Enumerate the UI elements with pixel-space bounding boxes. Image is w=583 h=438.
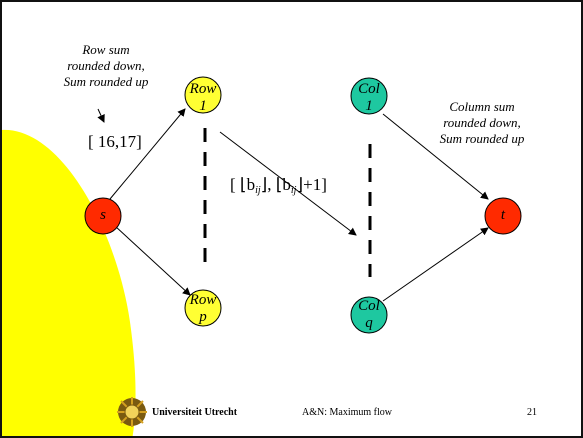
node-t xyxy=(484,197,522,235)
node-col1-label: Col 1 xyxy=(349,81,389,115)
decorative-yellow-shape xyxy=(2,129,136,436)
edge-label-floor-right-1: ⌋ xyxy=(260,175,268,194)
row-sum-annotation-line1: Row sum xyxy=(82,42,130,57)
edge-label-floor-left-1: ⌊ xyxy=(239,175,247,194)
edge-label-floor-left-2: ⌊ xyxy=(275,175,283,194)
node-col1 xyxy=(350,77,388,115)
node-colq-label-line2: q xyxy=(365,315,373,331)
node-col1-label-line2: 1 xyxy=(365,98,373,114)
university-logo-icon xyxy=(117,397,147,427)
node-rowp xyxy=(184,289,222,327)
node-row1-label: Row 1 xyxy=(183,81,223,115)
edge-row1-col xyxy=(219,131,357,236)
footer-page-number: 21 xyxy=(527,407,537,418)
column-sum-annotation: Column sum rounded down, Sum rounded up xyxy=(422,99,542,147)
edge-label-sub-1: ij xyxy=(255,185,261,196)
edge-s-row1 xyxy=(109,108,186,200)
node-s-label: s xyxy=(100,207,106,223)
node-s xyxy=(84,197,122,235)
footer-course: A&N: Maximum flow xyxy=(302,407,392,418)
node-t-label: t xyxy=(500,207,506,223)
node-row1-label-line1: Row xyxy=(189,81,217,97)
footer-university: Universiteit Utrecht xyxy=(152,407,238,418)
node-rowp-label: Row p xyxy=(183,292,223,326)
edge-annotation-pointer xyxy=(97,108,105,123)
node-rowp-label-line2: p xyxy=(199,309,207,325)
edge-capacity-label: [ ⌊bij⌋, ⌊bij⌋+1] xyxy=(230,175,327,196)
edge-label-tail: +1] xyxy=(303,175,327,194)
node-colq-label: Col q xyxy=(349,298,389,332)
edge-col1-t xyxy=(382,113,489,200)
edge-label-b-2: b xyxy=(282,175,291,194)
column-sum-annotation-line3: Sum rounded up xyxy=(439,131,525,146)
node-row1 xyxy=(184,76,222,114)
row-sum-annotation: Row sum rounded down, Sum rounded up xyxy=(46,42,166,90)
node-row1-label-line2: 1 xyxy=(199,98,207,114)
node-colq xyxy=(350,296,388,334)
edge-s-rowp xyxy=(114,225,191,296)
row-capacity-label: [ 16,17] xyxy=(88,132,142,151)
edge-label-open: [ xyxy=(230,175,240,194)
edge-label-b-1: b xyxy=(246,175,256,194)
node-rowp-label-line1: Row xyxy=(189,292,217,308)
row-sum-annotation-line2: rounded down, xyxy=(67,58,145,73)
node-colq-label-line1: Col xyxy=(358,298,380,314)
edge-label-sep: , xyxy=(267,175,276,194)
row-sum-annotation-line3: Sum rounded up xyxy=(63,74,149,89)
column-sum-annotation-line2: rounded down, xyxy=(443,115,521,130)
column-sum-annotation-line1: Column sum xyxy=(449,99,515,114)
node-col1-label-line1: Col xyxy=(358,81,380,97)
edge-colq-t xyxy=(382,227,489,302)
edge-label-floor-right-2: ⌋ xyxy=(296,175,304,194)
edge-label-sub-2: ij xyxy=(290,185,297,196)
